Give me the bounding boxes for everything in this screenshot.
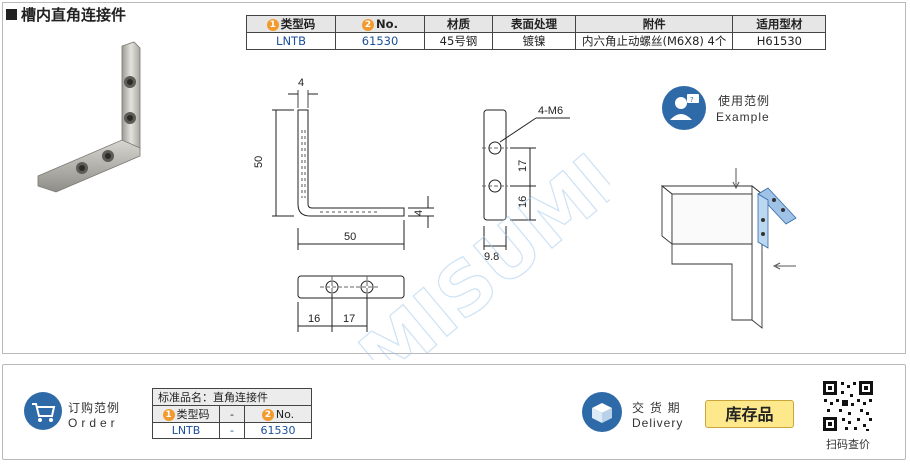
qr-caption: 扫码查价 <box>826 438 870 451</box>
spec-material: 45号钢 <box>424 32 493 50</box>
example-person-icon: ? <box>662 86 706 130</box>
stock-badge: 库存品 <box>705 400 794 428</box>
svg-text:?: ? <box>690 96 694 104</box>
title-square-icon <box>6 9 17 20</box>
dim-pitch1: 17 <box>517 160 529 172</box>
order-panel <box>2 364 906 460</box>
watermark: MISUMI <box>343 137 610 360</box>
spec-number: 61530 <box>335 32 425 50</box>
delivery-label: 交 货 期 <box>632 401 681 415</box>
spec-header-profile: 适用型材 <box>732 15 827 33</box>
bottom-view-outline <box>297 275 405 299</box>
side-view-outline <box>483 109 507 221</box>
order-title-row: 标准品名：直角连接件 <box>152 388 312 406</box>
order-sep: - <box>219 422 245 439</box>
spec-surface: 镀镍 <box>492 32 576 50</box>
example-illustration <box>660 168 797 329</box>
delivery-box-icon <box>582 392 622 432</box>
order-label-en: Order <box>68 416 119 430</box>
spec-header-accessory: 附件 <box>574 15 734 33</box>
order-type-code: LNTB <box>152 422 220 439</box>
order-header-sep: - <box>219 405 245 423</box>
example-title: 使用范例 <box>718 94 771 108</box>
product-title: 槽内直角连接件 <box>6 4 126 25</box>
spec-type-code: LNTB <box>246 32 336 50</box>
order-number: 61530 <box>244 422 312 439</box>
cart-icon <box>24 392 62 430</box>
spec-value-row: LNTB 61530 45号钢 镀镍 内六角止动螺丝(M6X8) 4个 H615… <box>246 32 827 50</box>
dim-depth: 9.8 <box>484 251 499 263</box>
dim-bottom-pitch2: 17 <box>343 313 355 325</box>
dim-pitch2: 16 <box>517 196 529 208</box>
dim-width: 50 <box>344 231 356 243</box>
dim-bottom-pitch1: 16 <box>308 313 320 325</box>
product-panel <box>2 2 906 354</box>
order-label: 订购范例 <box>68 401 121 415</box>
delivery-label-en: Delivery <box>632 416 684 430</box>
order-value-row: LNTB - 61530 <box>152 422 312 439</box>
dim-hole-label: 4-M6 <box>538 105 563 117</box>
spec-accessory: 内六角止动螺丝(M6X8) 4个 <box>574 32 734 50</box>
order-product-title: 标准品名：直角连接件 <box>152 388 312 406</box>
product-photo <box>37 41 141 193</box>
spec-header-surface: 表面处理 <box>492 15 576 33</box>
dim-thickness-top: 4 <box>298 77 304 89</box>
bottom-hole-right <box>360 280 374 294</box>
dim-thickness-side: 4 <box>413 210 425 216</box>
technical-drawing: 4 50 50 4 4-M6 17 16 9.8 16 17 <box>253 77 570 332</box>
spec-header-material: 材质 <box>424 15 493 33</box>
spec-profile: H61530 <box>732 32 827 50</box>
example-subtitle: Example <box>716 110 770 124</box>
qr-code[interactable] <box>821 379 875 433</box>
svg-text:MISUMI: MISUMI <box>344 138 610 360</box>
dim-height: 50 <box>253 156 265 168</box>
l-bracket-outline <box>297 109 405 217</box>
